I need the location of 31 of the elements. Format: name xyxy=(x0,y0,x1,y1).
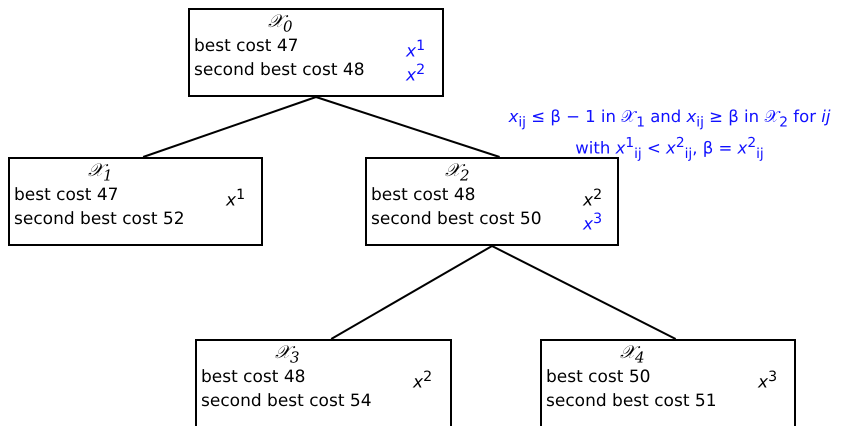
cost-text: second best cost 54 xyxy=(201,391,372,411)
subproblem-label: 𝒳$_{2}$ xyxy=(445,161,470,186)
cost-text: best cost 48 xyxy=(371,185,476,205)
cost-text: best cost 50 xyxy=(546,367,650,387)
solution-label: x$^{1}$ xyxy=(226,186,246,211)
connector-line xyxy=(492,245,676,340)
connector-line xyxy=(142,96,316,158)
solution-label: x$^{1}$ xyxy=(406,37,426,62)
cost-text: second best cost 50 xyxy=(371,209,542,229)
cost-text: second best cost 52 xyxy=(14,209,185,229)
node-box xyxy=(365,157,619,246)
connector-line xyxy=(330,245,492,340)
node-box xyxy=(8,157,263,246)
cost-text: best cost 48 xyxy=(201,367,306,387)
cost-text: best cost 47 xyxy=(194,36,298,56)
cost-text: best cost 47 xyxy=(14,185,118,205)
node-box xyxy=(195,339,452,426)
solution-label: x$^{2}$ xyxy=(583,186,602,211)
subproblem-label: 𝒳$_{1}$ xyxy=(88,161,113,186)
node-box xyxy=(540,339,796,426)
subproblem-label: 𝒳$_{0}$ xyxy=(268,12,293,37)
solution-label: x$^{2}$ xyxy=(406,61,426,86)
subproblem-label: 𝒳$_{3}$ xyxy=(275,343,300,368)
cost-text: second best cost 48 xyxy=(194,60,365,80)
solution-label: x$^{2}$ xyxy=(413,368,432,393)
solution-label: x$^{3}$ xyxy=(583,210,602,235)
cost-text: second best cost 51 xyxy=(546,391,717,411)
solution-label: x$^{3}$ xyxy=(758,368,778,393)
subproblem-label: 𝒳$_{4}$ xyxy=(620,343,645,368)
node-box xyxy=(188,8,444,97)
connector-line xyxy=(316,96,500,158)
